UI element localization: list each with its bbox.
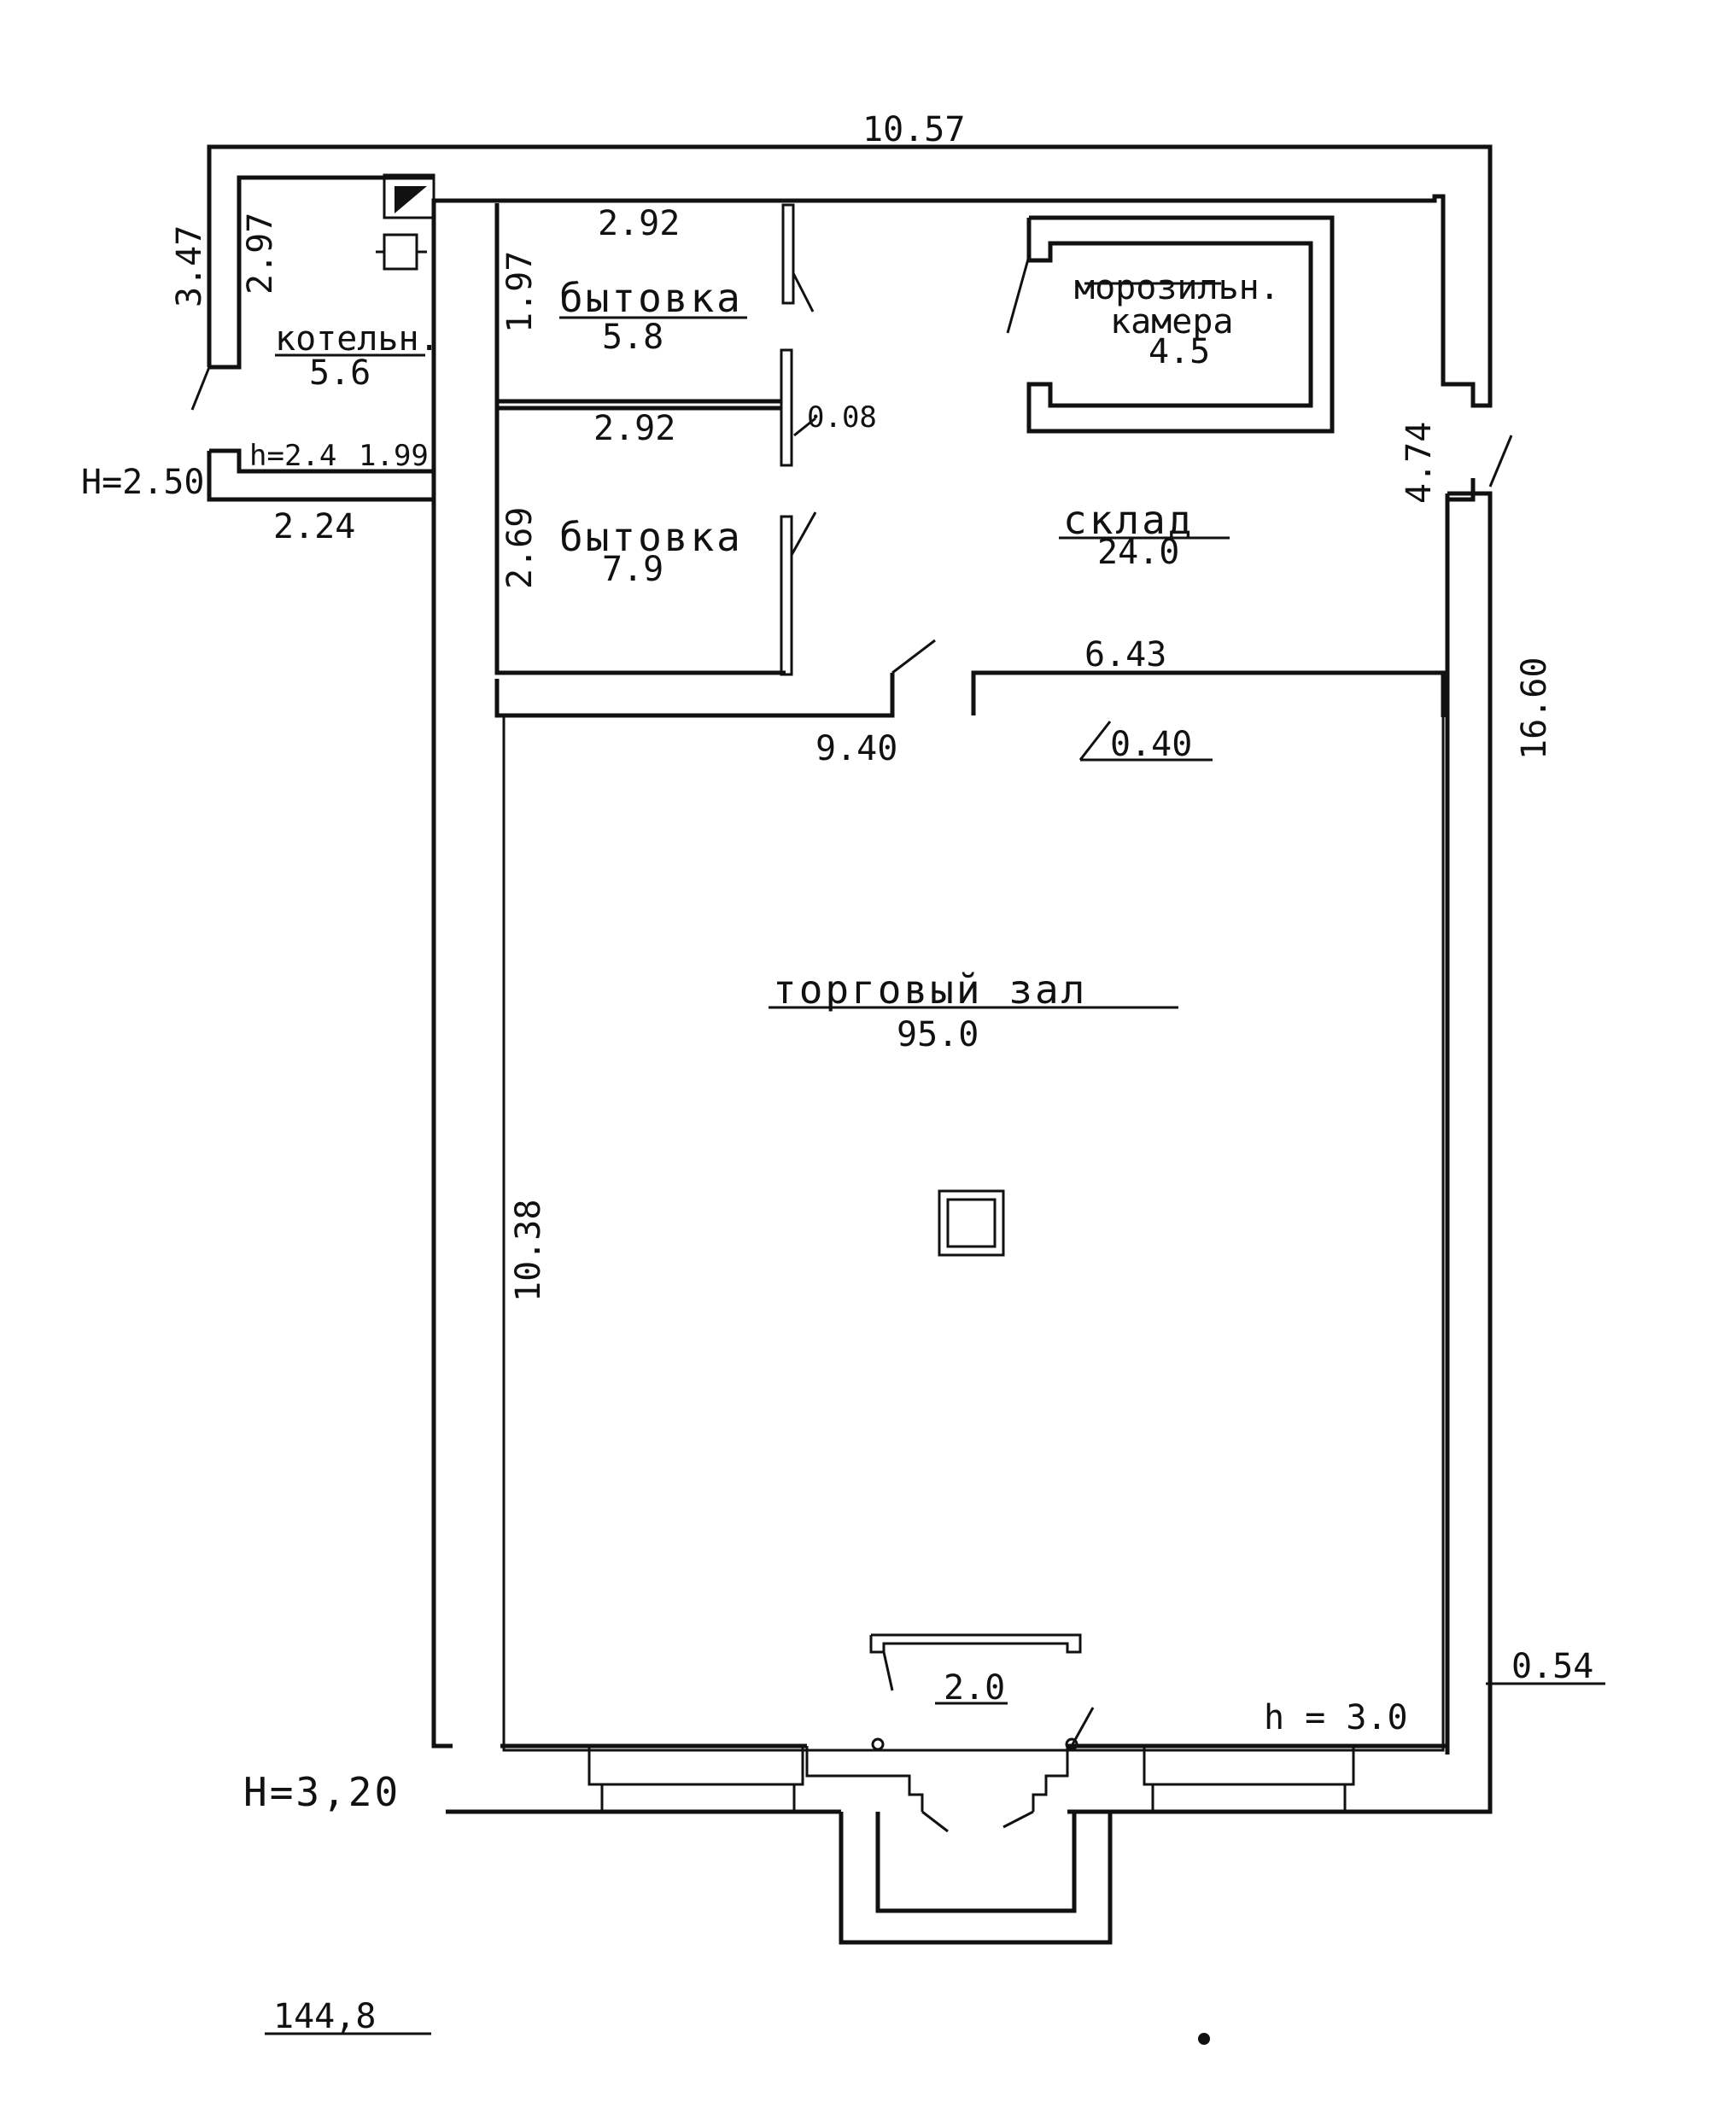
room-boiler-area: 5.6 [309, 353, 371, 393]
room-storage-area: 24.0 [1097, 533, 1179, 572]
dim-wall-thickness: 0.40 [1110, 725, 1192, 764]
height-building: H=3,20 [243, 1769, 400, 1815]
dim-vestibule-h: h=2.4 [249, 439, 336, 473]
room-utility-1: бытовка 5.8 [559, 275, 747, 357]
dim-hall-width: 9.40 [815, 729, 897, 768]
dim-vestibule-bottom: 2.24 [273, 507, 355, 546]
dim-partition: 0.08 [807, 400, 877, 435]
dim-boiler-height-outer: 3.47 [170, 225, 209, 307]
dim-utility2-side: 2.69 [500, 507, 540, 589]
dim-utility2-top: 2.92 [593, 409, 675, 448]
dim-vestibule-w: 1.99 [359, 439, 429, 473]
dim-boiler-height-inner: 2.97 [241, 213, 280, 295]
room-boiler-name: котельн. [275, 319, 440, 359]
room-utility2-area: 7.9 [602, 550, 663, 589]
dim-entrance-width: 2.0 [944, 1668, 1005, 1708]
room-freezer-name1: морозильн. [1074, 268, 1280, 307]
dim-hall-height: 10.38 [509, 1200, 548, 1302]
height-vestibule: H=2.50 [81, 463, 205, 502]
outer-walls [207, 144, 1493, 1945]
room-freezer-name2: камера [1110, 302, 1234, 342]
total-area: 144,8 [273, 1997, 376, 2036]
room-utility-2: бытовка 7.9 [559, 514, 743, 589]
height-hall: h = 3.0 [1264, 1698, 1408, 1737]
room-freezer-area: 4.5 [1149, 332, 1210, 371]
dim-storage-wall: 6.43 [1084, 635, 1166, 674]
room-freezer: морозильн. камера 4.5 [1074, 268, 1280, 371]
inner-partitions [190, 173, 1513, 1751]
room-hall-area: 95.0 [897, 1015, 979, 1054]
dim-right-offset: 0.54 [1511, 1647, 1593, 1686]
room-storage-name: склад [1063, 497, 1194, 543]
room-hall: торговый зал 95.0 [769, 966, 1178, 1054]
room-boiler: котельн. 5.6 [275, 319, 440, 393]
dim-total-length: 16.60 [1515, 657, 1554, 760]
dim-utility1-top: 2.92 [598, 204, 680, 243]
room-storage: склад 24.0 [1059, 497, 1230, 572]
dim-storage-depth: 4.74 [1400, 422, 1439, 504]
room-utility1-name: бытовка [559, 275, 743, 321]
room-hall-name: торговый зал [773, 966, 1087, 1013]
room-utility2-name: бытовка [559, 514, 743, 560]
dim-top-width: 10.57 [862, 110, 965, 149]
dim-utility1-side: 1.97 [500, 251, 540, 333]
room-utility1-area: 5.8 [602, 318, 663, 357]
